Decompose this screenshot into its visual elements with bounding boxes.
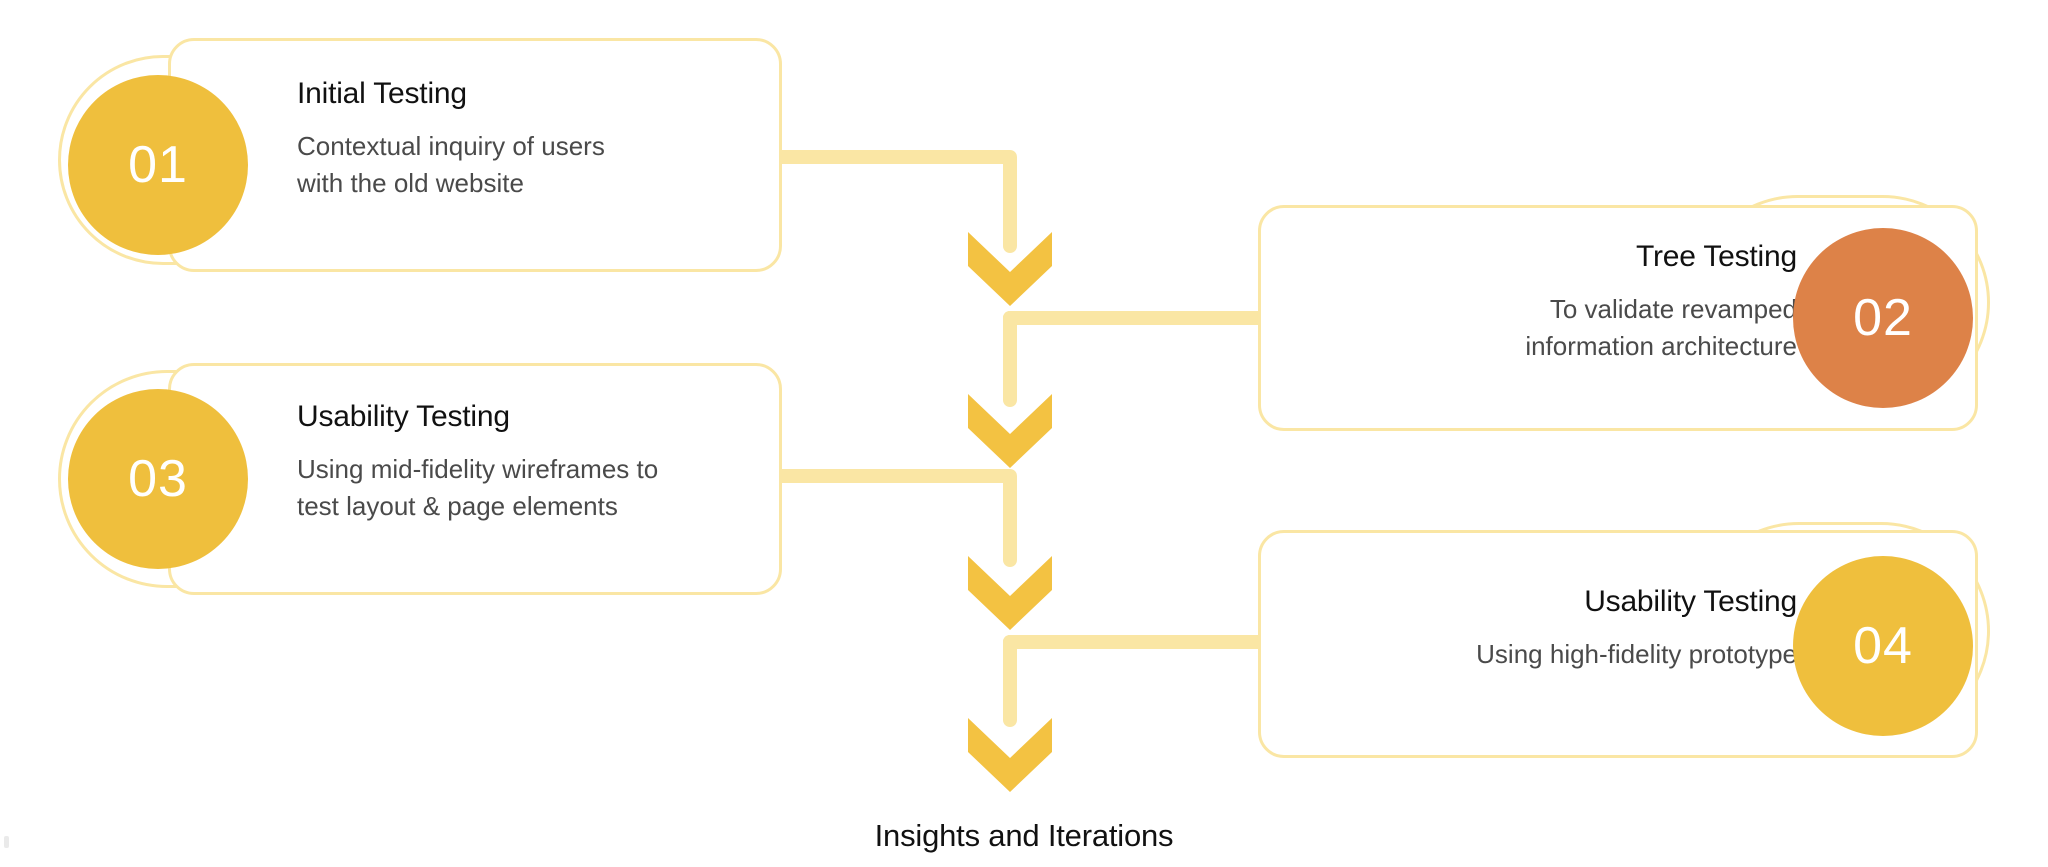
card-title-01: Initial Testing: [297, 77, 467, 110]
arrow-head-1: [968, 232, 1052, 306]
card-desc-line: To validate revamped: [1549, 293, 1797, 324]
arrow-head-3: [968, 556, 1052, 630]
corner-speck: [4, 836, 9, 848]
card-body-01: Initial Testing Contextual inquiry of us…: [297, 77, 751, 203]
card-title-03: Usability Testing: [297, 400, 510, 433]
arrow-head-4: [968, 718, 1052, 792]
arrow-head-2: [968, 394, 1052, 468]
step-number-01: 01: [128, 136, 188, 194]
card-desc-line: Using high-fidelity prototype: [1476, 638, 1797, 669]
card-desc-04: Using high-fidelity prototype: [1289, 636, 1797, 674]
step-number-circle-01: 01: [68, 75, 248, 255]
card-desc-01: Contextual inquiry of users with the old…: [297, 128, 751, 203]
card-desc-line: with the old website: [297, 168, 524, 199]
card-desc-line: Contextual inquiry of users: [297, 130, 605, 161]
footer-label: Insights and Iterations: [874, 818, 1174, 853]
card-desc-02: To validate revamped information archite…: [1289, 291, 1797, 366]
arrow-heads: [968, 232, 1052, 792]
step-number-04: 04: [1853, 617, 1913, 675]
card-desc-03: Using mid-fidelity wireframes to test la…: [297, 451, 765, 526]
card-body-04: Usability Testing Using high-fidelity pr…: [1289, 585, 1797, 673]
step-number-03: 03: [128, 450, 188, 508]
connector-step-01: [771, 150, 1017, 253]
card-step-03[interactable]: Usability Testing Using mid-fidelity wir…: [168, 363, 782, 595]
card-desc-line: Using mid-fidelity wireframes to: [297, 453, 659, 484]
step-number-circle-03: 03: [68, 389, 248, 569]
card-title-02: Tree Testing: [1635, 240, 1797, 273]
card-body-03: Usability Testing Using mid-fidelity wir…: [297, 400, 765, 526]
card-desc-line: information architecture: [1525, 331, 1797, 362]
step-number-circle-02: 02: [1793, 228, 1973, 408]
card-step-01[interactable]: Initial Testing Contextual inquiry of us…: [168, 38, 782, 272]
step-number-circle-04: 04: [1793, 556, 1973, 736]
card-title-04: Usability Testing: [1584, 585, 1797, 618]
connector-step-03: [771, 469, 1017, 567]
card-desc-line: test layout & page elements: [297, 491, 618, 522]
card-body-02: Tree Testing To validate revamped inform…: [1289, 240, 1797, 366]
step-number-02: 02: [1853, 289, 1913, 347]
